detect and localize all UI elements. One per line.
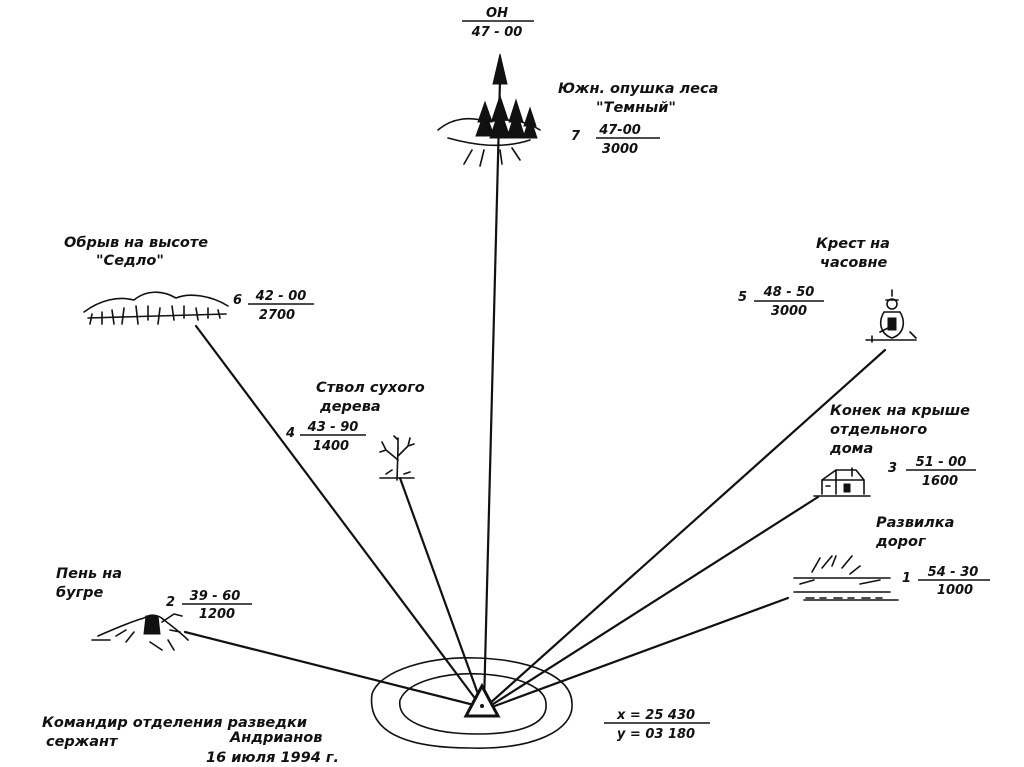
observation-triangle-icon xyxy=(463,682,501,718)
fork-number: 1 xyxy=(902,571,911,586)
tree-name-line-1: Ствол сухого xyxy=(316,380,425,396)
house-icon xyxy=(813,467,871,497)
ray-cliff xyxy=(194,324,482,707)
cliff-icon xyxy=(83,291,229,325)
tree-name-line-2: дерева xyxy=(319,399,381,415)
signature-surname: Андрианов xyxy=(229,730,322,746)
label-forest: Южн. опушка леса "Темный" 7 47-00 3000 xyxy=(558,81,718,157)
cliff-distance: 2700 xyxy=(259,308,295,323)
top-reference: ОН 47 - 00 xyxy=(462,6,534,40)
label-stump: Пень на бугре 2 39 - 60 1200 xyxy=(56,566,252,622)
coordinate-x: x = 25 430 xyxy=(616,708,695,723)
label-tree: Ствол сухого дерева 4 43 - 90 1400 xyxy=(285,380,425,454)
stump-name-line-2: бугре xyxy=(56,585,104,601)
ray-fork xyxy=(490,596,790,709)
top-label: ОН xyxy=(486,6,508,21)
cross-number: 5 xyxy=(738,290,747,305)
signature-block: Командир отделения разведки сержант Андр… xyxy=(42,715,339,766)
fork-distance: 1000 xyxy=(937,583,973,598)
house-angle: 51 - 00 xyxy=(916,455,967,470)
ray-stump xyxy=(183,630,480,708)
top-value: 47 - 00 xyxy=(471,25,523,40)
cliff-number: 6 xyxy=(233,293,242,308)
house-name-line-3: дома xyxy=(829,441,873,457)
cliff-name-line-1: Обрыв на высоте xyxy=(64,235,208,251)
fork-name-line-2: дорог xyxy=(875,534,926,550)
house-name-line-2: отдельного xyxy=(830,422,927,438)
cross-name-line-1: Крест на xyxy=(816,236,890,252)
signature-date: 16 июля 1994 г. xyxy=(206,750,339,766)
coordinates: x = 25 430 y = 03 180 xyxy=(604,708,710,742)
stump-angle: 39 - 60 xyxy=(190,589,241,604)
stump-icon xyxy=(91,613,189,651)
house-number: 3 xyxy=(888,461,897,476)
forest-number: 7 xyxy=(571,129,581,144)
label-house: Конек на крыше отдельного дома 3 51 - 00… xyxy=(829,403,976,489)
sight-rays xyxy=(183,53,887,709)
tree-angle: 43 - 90 xyxy=(307,420,359,435)
stump-distance: 1200 xyxy=(199,607,235,622)
stump-number: 2 xyxy=(166,595,175,610)
tree-number: 4 xyxy=(285,426,295,441)
label-cliff: Обрыв на высоте "Седло" 6 42 - 00 2700 xyxy=(64,235,314,323)
house-distance: 1600 xyxy=(922,474,958,489)
ray-tree xyxy=(398,476,484,707)
forest-name-line-1: Южн. опушка леса xyxy=(558,81,718,97)
stump-name-line-1: Пень на xyxy=(56,566,122,582)
road-fork-icon xyxy=(793,555,899,601)
forest-name-line-2: "Темный" xyxy=(596,100,676,116)
forest-angle: 47-00 xyxy=(598,123,641,138)
ray-house xyxy=(488,495,820,708)
cliff-angle: 42 - 00 xyxy=(255,289,307,304)
label-cross: Крест на часовне 5 48 - 50 3000 xyxy=(738,236,890,319)
cross-distance: 3000 xyxy=(771,304,807,319)
signature-line-1: Командир отделения разведки xyxy=(42,715,307,731)
forest-distance: 3000 xyxy=(602,142,638,157)
forest-icon xyxy=(437,94,541,167)
signature-rank: сержант xyxy=(46,734,119,750)
tree-distance: 1400 xyxy=(313,439,349,454)
cross-name-line-2: часовне xyxy=(820,255,887,271)
chapel-cross-icon xyxy=(865,289,917,343)
cliff-name-line-2: "Седло" xyxy=(96,253,164,269)
label-fork: Развилка дорог 1 54 - 30 1000 xyxy=(875,515,990,598)
fork-name-line-1: Развилка xyxy=(876,515,954,531)
cross-angle: 48 - 50 xyxy=(763,285,815,300)
house-name-line-1: Конек на крыше xyxy=(830,403,970,419)
coordinate-y: y = 03 180 xyxy=(617,727,695,742)
fork-angle: 54 - 30 xyxy=(928,565,979,580)
ray-forest xyxy=(482,78,502,707)
observation-point xyxy=(370,657,573,749)
ray-cross xyxy=(486,348,887,707)
dead-tree-icon xyxy=(379,435,415,481)
north-arrow-icon xyxy=(492,53,508,85)
